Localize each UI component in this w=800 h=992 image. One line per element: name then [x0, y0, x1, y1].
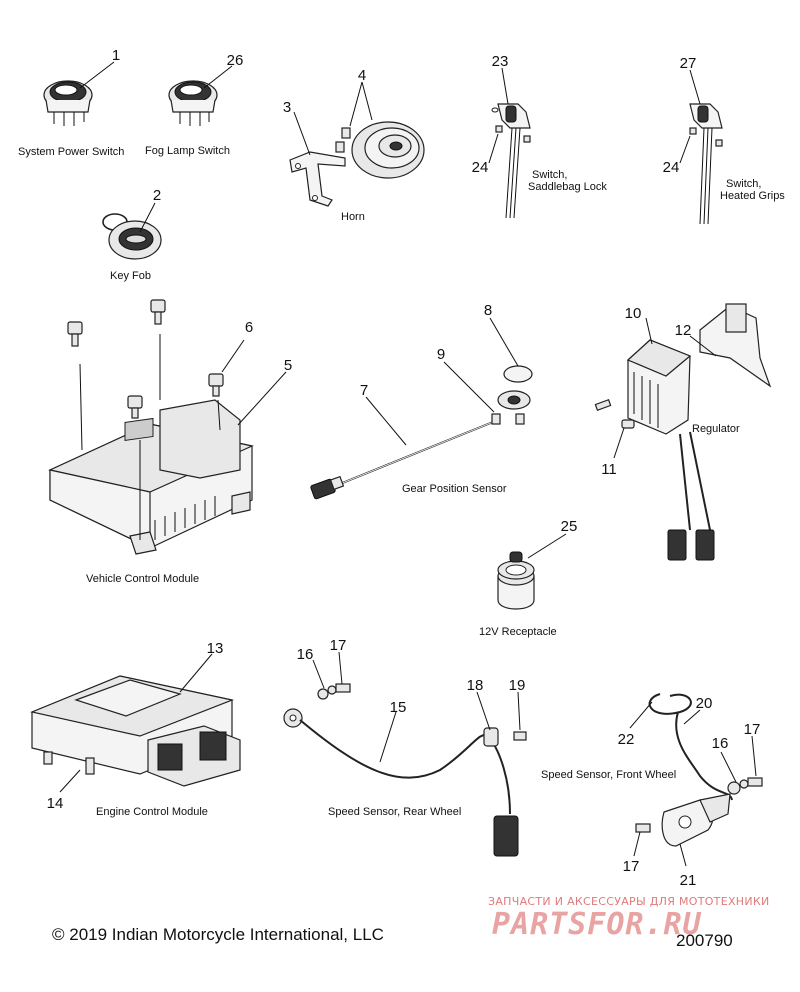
callout-8: 8	[484, 302, 492, 319]
saddlebag-switch-part	[491, 103, 531, 219]
system-power-switch-part	[43, 80, 93, 126]
callout-24-grips: 24	[663, 159, 680, 176]
speed-sensor-front-part	[635, 693, 763, 847]
caption-switch-grips-1: Switch,	[726, 178, 761, 190]
key-fob-part	[102, 213, 162, 260]
callout-20: 20	[696, 695, 713, 712]
caption-fog-lamp-switch: Fog Lamp Switch	[145, 145, 230, 157]
callout-12: 12	[675, 322, 692, 339]
engine-control-module-part	[29, 675, 241, 787]
callout-6: 6	[245, 319, 253, 336]
callout-15: 15	[390, 699, 407, 716]
callout-10: 10	[625, 305, 642, 322]
callout-11: 11	[601, 461, 617, 478]
callout-3: 3	[283, 99, 291, 116]
caption-engine-control-module: Engine Control Module	[96, 806, 208, 818]
callout-22: 22	[618, 731, 635, 748]
caption-regulator: Regulator	[692, 423, 740, 435]
diagram-id: 200790	[676, 931, 733, 950]
caption-system-power-switch: System Power Switch	[18, 146, 124, 158]
regulator-part	[594, 303, 772, 561]
callout-25: 25	[561, 518, 578, 535]
caption-switch-saddlebag-1: Switch,	[532, 169, 567, 181]
vcm-bolts	[67, 299, 224, 419]
watermark-logo: PARTSFOR.RU	[492, 907, 702, 942]
horn-part	[289, 121, 425, 207]
callout-17-front-bottom: 17	[623, 858, 640, 875]
heated-grips-switch-part	[689, 103, 723, 225]
callout-19: 19	[509, 677, 526, 694]
copyright-notice: © 2019 Indian Motorcycle International, …	[52, 925, 384, 944]
callout-17-rear: 17	[330, 637, 347, 654]
vcm-fins	[154, 496, 216, 540]
speed-sensor-rear-part	[283, 683, 527, 857]
callout-23: 23	[492, 53, 509, 70]
callout-27: 27	[680, 55, 697, 72]
callout-16-rear: 16	[297, 646, 314, 663]
callout-9: 9	[437, 346, 445, 363]
callout-16-front: 16	[712, 735, 729, 752]
caption-switch-grips-2: Heated Grips	[720, 190, 785, 202]
caption-vehicle-control-module: Vehicle Control Module	[86, 573, 199, 585]
caption-speed-sensor-front: Speed Sensor, Front Wheel	[541, 769, 676, 781]
caption-switch-saddlebag-2: Saddlebag Lock	[528, 181, 607, 193]
caption-speed-sensor-rear: Speed Sensor, Rear Wheel	[328, 806, 461, 818]
vehicle-control-module-part	[48, 399, 254, 555]
callout-26: 26	[227, 52, 244, 69]
caption-receptacle-12v: 12V Receptacle	[479, 626, 557, 638]
callout-2: 2	[153, 187, 161, 204]
gear-position-sensor-part	[310, 365, 533, 500]
callout-21: 21	[680, 872, 697, 889]
callout-24-saddlebag: 24	[472, 159, 489, 176]
callout-5: 5	[284, 357, 292, 374]
callout-4: 4	[358, 67, 366, 84]
fog-lamp-switch-part	[168, 80, 218, 126]
watermark-tagline: ЗАПЧАСТИ И АКСЕССУАРЫ ДЛЯ МОТОТЕХНИКИ	[488, 895, 770, 908]
receptacle-12v-part	[497, 551, 535, 610]
callout-1: 1	[112, 47, 120, 64]
caption-key-fob: Key Fob	[110, 270, 151, 282]
callout-13: 13	[207, 640, 224, 657]
caption-horn: Horn	[341, 211, 365, 223]
callout-18: 18	[467, 677, 484, 694]
callout-14: 14	[47, 795, 64, 812]
callout-7: 7	[360, 382, 368, 399]
callout-17-front-top: 17	[744, 721, 761, 738]
caption-gear-position-sensor: Gear Position Sensor	[402, 483, 507, 495]
